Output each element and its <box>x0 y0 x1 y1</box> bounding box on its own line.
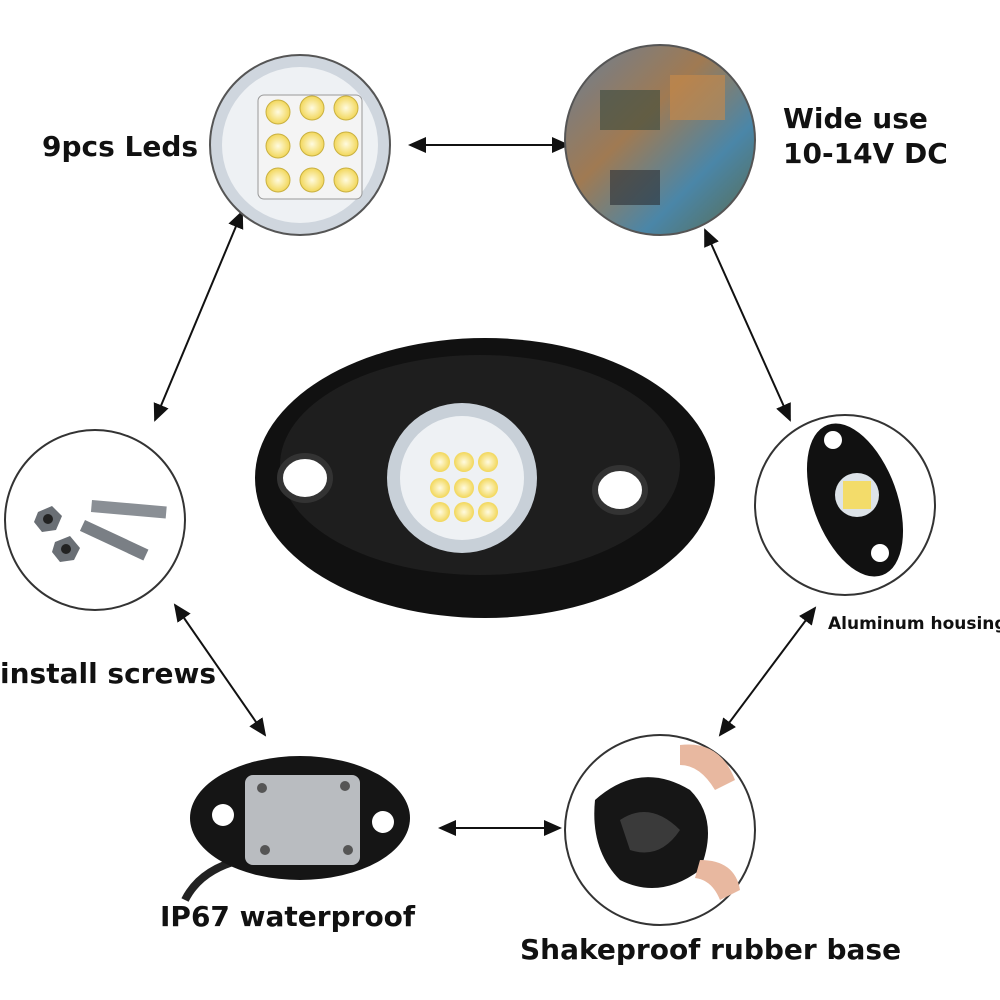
feature-label-leds: 9pcs Leds <box>42 130 199 163</box>
screws-image <box>4 429 186 611</box>
rock-light-main-image <box>255 338 715 618</box>
wide-use-collage-image <box>564 44 756 236</box>
connector-arrows <box>153 137 817 836</box>
aluminum-housing-image <box>754 414 936 596</box>
feature-label-wide-use: Wide use <box>783 102 928 135</box>
feature-label-aluminum: Aluminum housing <box>828 614 1000 634</box>
feature-label-waterproof: IP67 waterproof <box>160 900 416 933</box>
feature-label-rubber: Shakeproof rubber base <box>520 933 902 966</box>
rubber-base-image <box>564 734 756 926</box>
led-closeup-image <box>209 54 391 236</box>
waterproof-backplate-image <box>181 756 410 902</box>
feature-label-screws: install screws <box>0 657 217 690</box>
feature-sublabel-voltage: 10-14V DC <box>783 137 948 170</box>
